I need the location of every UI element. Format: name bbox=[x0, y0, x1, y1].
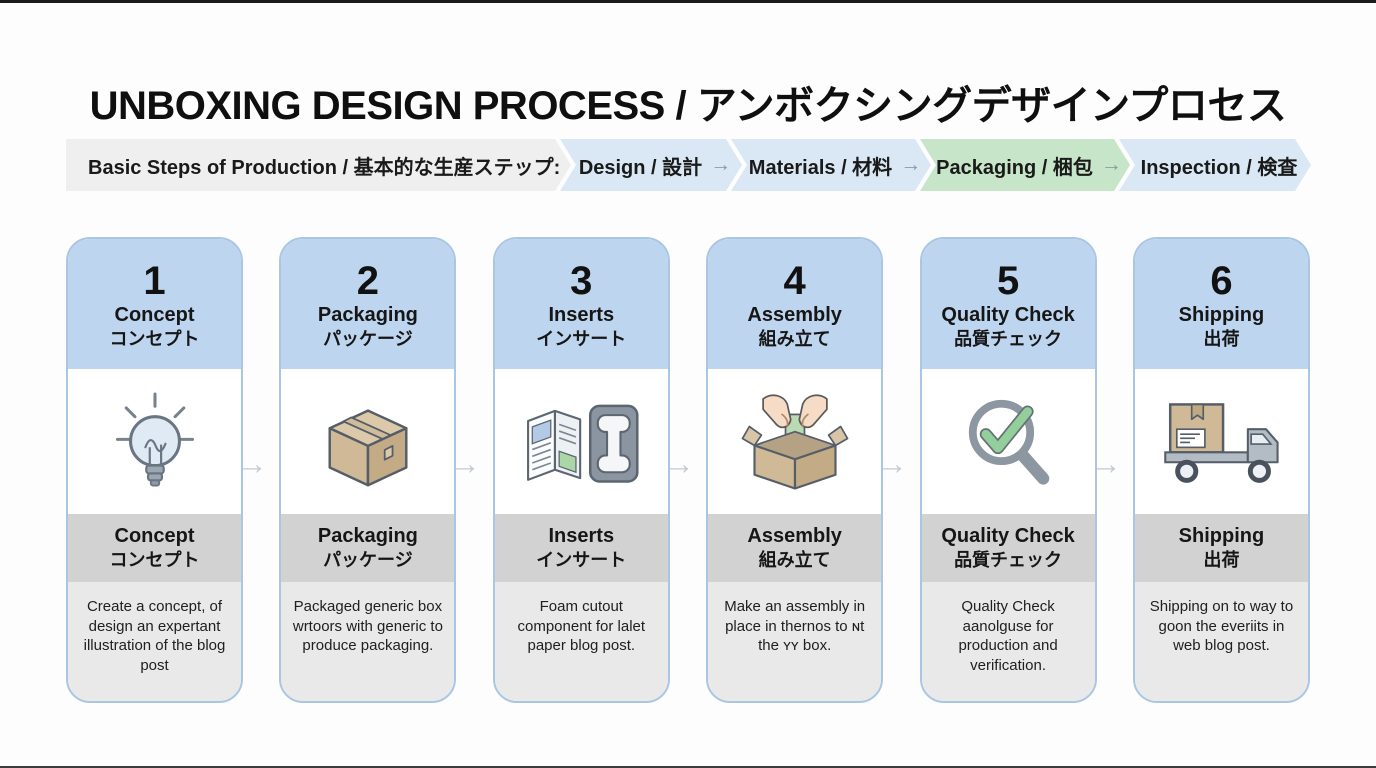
card-title-band: Concept コンセプト bbox=[68, 514, 241, 582]
card-subtitle-jp: インサート bbox=[536, 329, 627, 350]
card-number: 2 bbox=[356, 259, 380, 304]
card-description: Make an assembly in place in thernos to … bbox=[708, 582, 882, 701]
bottom-border-line bbox=[0, 766, 1376, 768]
card-subtitle-jp: 出荷 bbox=[1203, 329, 1240, 350]
card-icon-area bbox=[68, 369, 241, 514]
card-band-subtitle-jp: 出荷 bbox=[1203, 550, 1240, 571]
process-step-inspection: Inspection / 検査 bbox=[1119, 139, 1311, 191]
card-header: 4 Assembly 組み立て bbox=[708, 239, 882, 369]
card-shipping: 6 Shipping 出荷 bbox=[1132, 237, 1310, 703]
process-step-materials-label: Materials / 材料 bbox=[748, 156, 893, 179]
card-description: Shipping on to way to goon the everiits … bbox=[1134, 582, 1308, 701]
arrow-right-icon: → bbox=[876, 446, 908, 481]
step-cards-row: 1 Concept コンセプト bbox=[66, 237, 1310, 703]
arrow-right-icon: → bbox=[1100, 153, 1122, 176]
card-number: 1 bbox=[143, 259, 166, 304]
card-band-title: Shipping bbox=[1178, 525, 1265, 548]
magnifier-check-icon bbox=[958, 390, 1058, 494]
card-header: 6 Shipping 出荷 bbox=[1134, 239, 1308, 369]
card-description: Create a concept, of design an expertant… bbox=[68, 582, 241, 701]
card-number: 3 bbox=[570, 259, 593, 304]
card-title: Assembly bbox=[747, 304, 842, 327]
card-number: 6 bbox=[1210, 259, 1233, 304]
top-border-line bbox=[0, 0, 1376, 3]
process-step-design: Design / 設計 → bbox=[560, 139, 742, 191]
process-step-packaging-active: Packaging / 梱包 → bbox=[920, 139, 1130, 191]
process-step-materials: Materials / 材料 → bbox=[731, 139, 931, 191]
card-subtitle-jp: パッケージ bbox=[323, 329, 413, 350]
process-step-bar: Basic Steps of Production / 基本的な生産ステップ: … bbox=[66, 139, 1311, 191]
card-description: Packaged generic box wrtoors with generi… bbox=[281, 582, 455, 701]
cardboard-box-icon bbox=[314, 392, 422, 492]
process-bar-prefix-label: Basic Steps of Production / 基本的な生産ステップ: bbox=[88, 156, 561, 179]
process-step-inspection-label: Inspection / 検査 bbox=[1140, 156, 1298, 179]
process-step-design-label: Design / 設計 bbox=[578, 156, 703, 179]
card-header: 2 Packaging パッケージ bbox=[281, 239, 455, 369]
card-description: Foam cutout component for lalet paper bl… bbox=[494, 582, 668, 701]
card-icon-area bbox=[281, 369, 455, 514]
card-band-subtitle-jp: パッケージ bbox=[323, 550, 413, 571]
card-quality-check: 5 Quality Check 品質チェック Quality Check 品質チ… bbox=[919, 237, 1097, 703]
card-title-band: Inserts インサート bbox=[494, 514, 668, 582]
card-number: 5 bbox=[996, 259, 1020, 304]
card-header: 5 Quality Check 品質チェック bbox=[921, 239, 1095, 369]
card-title-band: Assembly 組み立て bbox=[708, 514, 882, 582]
card-inserts: 3 Inserts インサート bbox=[492, 237, 670, 703]
card-title: Packaging bbox=[317, 304, 418, 327]
card-icon-area bbox=[708, 369, 882, 514]
card-icon-area bbox=[921, 369, 1095, 514]
card-band-title: Inserts bbox=[548, 525, 615, 548]
card-subtitle-jp: 組み立て bbox=[758, 329, 831, 350]
card-number: 4 bbox=[783, 259, 806, 304]
card-subtitle-jp: 品質チェック bbox=[954, 329, 1063, 350]
card-band-subtitle-jp: インサート bbox=[536, 550, 627, 571]
process-step-packaging-label: Packaging / 梱包 bbox=[936, 156, 1093, 179]
booklet-foam-insert-icon bbox=[518, 392, 644, 492]
delivery-truck-icon bbox=[1157, 394, 1285, 490]
arrow-right-icon: → bbox=[236, 446, 268, 481]
arrow-right-icon: → bbox=[900, 153, 922, 176]
card-title: Shipping bbox=[1178, 304, 1265, 327]
card-title: Inserts bbox=[548, 304, 615, 327]
card-title-band: Quality Check 品質チェック bbox=[921, 514, 1095, 582]
card-band-subtitle-jp: コンセプト bbox=[109, 550, 200, 571]
card-header: 3 Inserts インサート bbox=[494, 239, 668, 369]
card-band-title: Packaging bbox=[317, 525, 418, 548]
card-title: Concept bbox=[114, 304, 195, 327]
card-icon-area bbox=[1134, 369, 1308, 514]
card-band-title: Assembly bbox=[747, 525, 842, 548]
process-bar-prefix: Basic Steps of Production / 基本的な生産ステップ: bbox=[66, 139, 571, 191]
card-band-title: Concept bbox=[114, 525, 195, 548]
card-icon-area bbox=[494, 369, 668, 514]
card-concept: 1 Concept コンセプト bbox=[66, 237, 243, 703]
card-assembly: 4 Assembly 組み立て Assembly bbox=[706, 237, 884, 703]
card-band-subtitle-jp: 品質チェック bbox=[954, 550, 1063, 571]
card-packaging: 2 Packaging パッケージ Packaging パッケージ Packag… bbox=[279, 237, 457, 703]
card-title-band: Shipping 出荷 bbox=[1134, 514, 1308, 582]
page-title: UNBOXING DESIGN PROCESS / アンボクシングデザインプロセ… bbox=[89, 83, 1287, 128]
hands-packing-box-icon bbox=[739, 390, 851, 494]
arrow-right-icon: → bbox=[663, 446, 695, 481]
arrow-right-icon: → bbox=[1090, 446, 1122, 481]
arrow-right-icon: → bbox=[449, 446, 481, 481]
lightbulb-icon bbox=[107, 387, 203, 497]
card-band-title: Quality Check bbox=[941, 525, 1075, 548]
card-header: 1 Concept コンセプト bbox=[68, 239, 241, 369]
card-description: Quality Check aanolguse for production a… bbox=[921, 582, 1095, 701]
card-title-band: Packaging パッケージ bbox=[281, 514, 455, 582]
card-subtitle-jp: コンセプト bbox=[109, 329, 200, 350]
card-band-subtitle-jp: 組み立て bbox=[758, 550, 831, 571]
card-title: Quality Check bbox=[941, 304, 1075, 327]
arrow-right-icon: → bbox=[710, 153, 732, 176]
